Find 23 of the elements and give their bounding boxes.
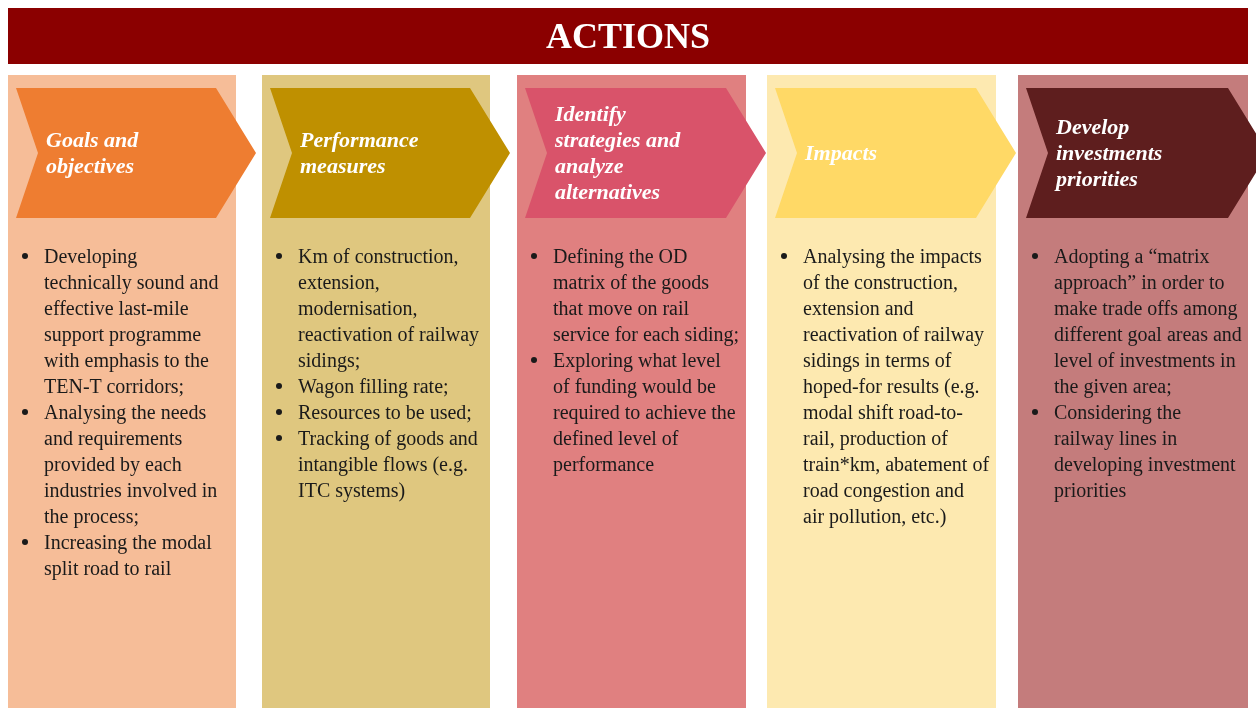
bullet-text: Analysing the impacts of the construction, extension and reactivation of railway sidings in terms of hoped-for results (e.g. modal shift road-to-rail, production of train*km, abatement of road congestion and air pollution, etc.): [803, 244, 990, 529]
title-banner: ACTIONS: [8, 8, 1248, 64]
bullet-text: Defining the OD matrix of the goods that move on rail service for each siding;: [553, 244, 740, 347]
chevron-label: Goals and objectives: [46, 126, 140, 180]
chevron-heading: [775, 88, 1016, 218]
bullet-text: Km of construction, extension, modernisation, reactivation of railway sidings;: [298, 244, 481, 373]
chevron-heading: [1026, 88, 1256, 218]
bullet-text: Increasing the modal split road to rail: [44, 530, 213, 581]
bullet-text: Exploring what level of funding would be required to achieve the defined level of performance: [553, 348, 737, 477]
bullet-text: Analysing the needs and requirements provided by each industries involved in the process;: [44, 400, 219, 529]
chevron-label: Performance measures: [300, 126, 420, 180]
chevron-label: Impacts: [805, 139, 879, 167]
chevron-label: Develop investments priorities: [1056, 113, 1164, 193]
bullet-text: Tracking of goods and intangible flows (e.g. ITC systems): [298, 426, 479, 503]
chevron-heading: [270, 88, 510, 218]
bullet-text: Considering the railway lines in developing investment priorities: [1054, 400, 1237, 503]
chevron-heading: [525, 88, 766, 218]
bullet-text: Resources to be used;: [298, 400, 472, 425]
bullet-text: Developing technically sound and effective last-mile support programme with emphasis to the TEN-T corridors;: [44, 244, 220, 399]
bullet-text: Wagon filling rate;: [298, 374, 449, 399]
chevron-label: Identify strategies and analyze alternatives: [555, 100, 682, 206]
chevron-heading: [16, 88, 256, 218]
bullet-text: Adopting a “matrix approach” in order to make trade offs among different goal areas and level of investments in the given area;: [1054, 244, 1242, 399]
